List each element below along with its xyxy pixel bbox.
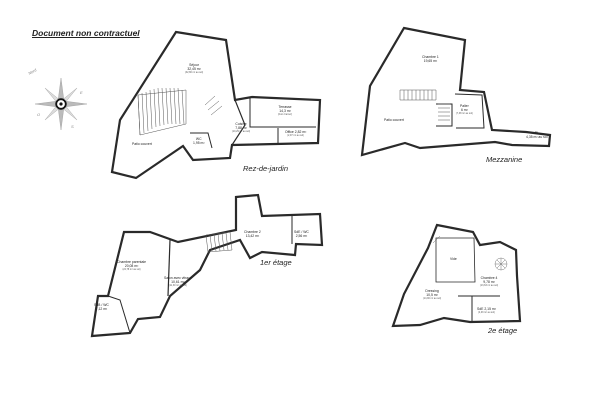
room-name: Dressing xyxy=(425,289,439,293)
room-note: (14,90 m² au sol) xyxy=(423,297,442,301)
floor-label-first: 1er étage xyxy=(260,258,292,267)
room-name: Pl. xyxy=(534,131,539,135)
room-note: (4,03 m² au sol) xyxy=(478,311,495,315)
room-note: (7,38 m² au sol) xyxy=(456,112,473,116)
room-name: Salon avec vitraux xyxy=(164,276,192,280)
room-note: (11,30 m² au sol) xyxy=(168,284,187,288)
room-patio-mezz: Patio couvert xyxy=(384,118,404,122)
plan-rez-de-jardin xyxy=(110,30,322,180)
room-cuisine: Cuisine 7,88 m² (10,29 m² au sol) xyxy=(232,122,250,135)
room-name: Terrasse xyxy=(278,105,292,109)
stairs-first xyxy=(205,231,233,253)
room-sde-wc: SdE / WC 2,56 m² xyxy=(294,230,309,238)
floor-label-second: 2e étage xyxy=(488,326,518,335)
compass-east-label: E xyxy=(80,90,83,95)
room-placard: Pl. 4,35 m² au sol xyxy=(526,131,548,139)
stairs-mezz xyxy=(399,89,450,121)
compass-west-label: O xyxy=(37,112,41,117)
room-name: Patio couvert xyxy=(132,142,152,146)
stairs-rdc xyxy=(137,87,223,136)
room-name: Chambre 2 xyxy=(244,230,261,234)
room-name: Palier xyxy=(460,104,469,108)
room-name: Chambre 4 xyxy=(480,276,498,280)
room-name: Patio couvert xyxy=(384,118,404,122)
room-area: 10,61 m² xyxy=(171,280,185,285)
floor-label-rez-de-jardin: Rez-de-jardin xyxy=(243,164,289,173)
room-area: 13,42 m² xyxy=(245,234,260,239)
room-vide: Vide xyxy=(450,257,457,261)
floor-label-mezzanine: Mezzanine xyxy=(486,155,523,164)
document-title: Document non contractuel xyxy=(32,28,140,38)
room-name: Office 2,82 m² xyxy=(285,130,307,134)
room-chambre-parentale: Chambre parentale 20,08 m² (22,78 m² au … xyxy=(117,260,146,273)
room-wc-rdc: WC 1,95 m² xyxy=(193,137,205,145)
room-area: 14,3 m² xyxy=(279,109,291,114)
compass-rose-icon xyxy=(34,77,88,131)
room-area: 10,5 m² xyxy=(426,293,438,298)
room-area: 20,08 m² xyxy=(124,264,139,269)
room-note: (10,29 m² au sol) xyxy=(232,130,251,134)
room-chambre2: Chambre 2 13,42 m² xyxy=(244,230,261,238)
room-sde-2: SdE 2,15 m² (4,03 m² au sol) xyxy=(477,307,496,315)
room-area: 19,65 m² xyxy=(423,59,438,64)
room-note: (hors Carrez) xyxy=(278,113,293,117)
room-chambre4: Chambre 4 9,78 m² (13,63 m² au sol) xyxy=(480,276,498,289)
room-palier: Palier 6 m² (7,38 m² au sol) xyxy=(456,104,473,117)
plan-first-floor xyxy=(90,193,324,338)
room-dressing: Dressing 10,5 m² (14,90 m² au sol) xyxy=(423,289,441,302)
plan-mezzanine xyxy=(360,26,552,157)
room-chambre1: Chambre 1 19,65 m² xyxy=(422,55,439,63)
room-sdb-wc: SdB / WC 7,12 m² xyxy=(94,303,109,311)
room-terrasse: Terrasse 14,3 m² (hors Carrez) xyxy=(278,105,292,118)
room-salon-vitraux: Salon avec vitraux 10,61 m² (11,30 m² au… xyxy=(164,276,192,289)
room-area: 7,88 m² xyxy=(235,126,247,131)
plan-second-floor xyxy=(391,223,522,328)
room-sejour: Séjour 32,45 m² (32,80 m² au sol) xyxy=(185,63,203,76)
room-name: Cuisine xyxy=(235,122,247,126)
room-area: 6 m² xyxy=(460,108,468,113)
room-area: 32,45 m² xyxy=(187,67,201,72)
room-note: (22,78 m² au sol) xyxy=(122,268,141,272)
room-patio-rdc: Patio couvert xyxy=(132,142,152,146)
compass-south-label: S xyxy=(71,124,74,129)
room-area: 1,95 m² xyxy=(193,141,205,146)
room-name: Chambre parentale xyxy=(117,260,147,264)
room-note: (32,80 m² au sol) xyxy=(185,71,204,75)
room-name: Vide xyxy=(450,257,457,261)
room-note: (13,63 m² au sol) xyxy=(480,284,499,288)
room-name: Séjour xyxy=(189,63,199,67)
room-name: SdE 2,15 m² xyxy=(477,307,496,311)
room-name: WC xyxy=(195,137,202,141)
room-area: 9,78 m² xyxy=(483,280,495,285)
room-area: 4,35 m² au sol xyxy=(526,135,548,140)
room-note: (2,97 m² au sol) xyxy=(287,134,304,138)
room-name: Chambre 1 xyxy=(422,55,439,59)
room-area: 7,12 m² xyxy=(95,307,108,312)
room-name: SdE / WC xyxy=(294,230,309,234)
room-name: SdB / WC xyxy=(94,303,109,307)
room-area: 2,56 m² xyxy=(295,234,308,239)
room-office: Office 2,82 m² (2,97 m² au sol) xyxy=(285,130,306,138)
